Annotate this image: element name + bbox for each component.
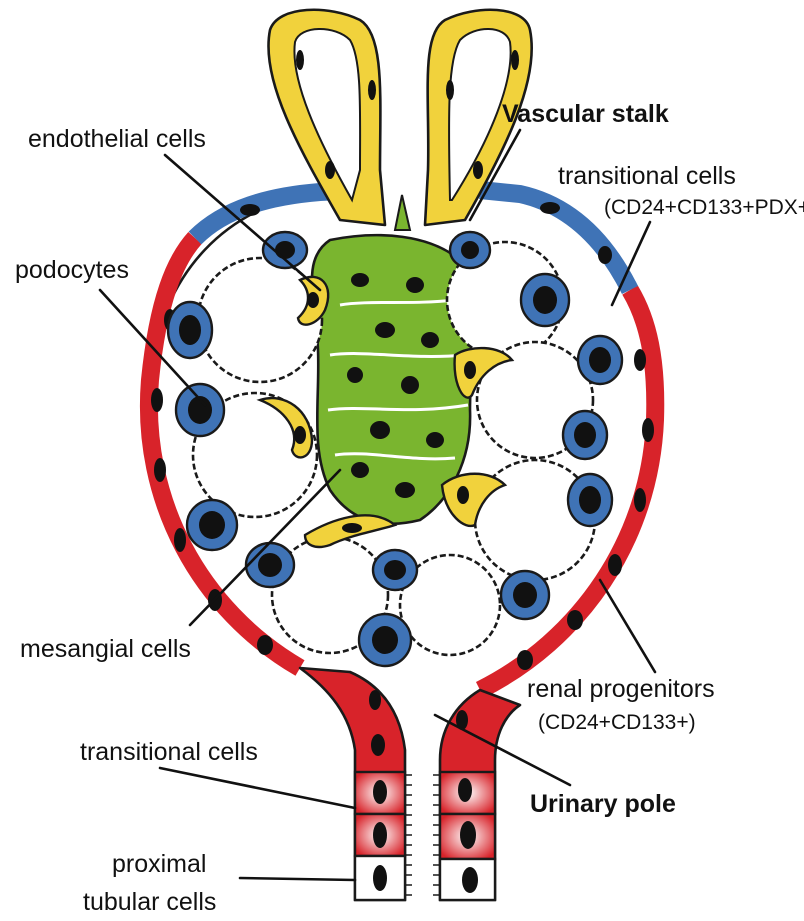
label-transitional-cells-top-markers: (CD24+CD133+PDX+) bbox=[604, 196, 804, 219]
urinary-pole bbox=[300, 668, 520, 900]
leader-renal-progenitors bbox=[600, 580, 655, 672]
label-vascular-stalk: Vascular stalk bbox=[502, 100, 669, 128]
label-transitional-cells-top: transitional cells bbox=[558, 162, 736, 190]
label-transitional-cells-bottom: transitional cells bbox=[80, 738, 258, 766]
stalk-mesangium bbox=[395, 195, 410, 230]
label-urinary-pole: Urinary pole bbox=[530, 790, 676, 818]
leader-transitional-cells-bottom bbox=[160, 768, 355, 808]
brush-border bbox=[405, 775, 440, 895]
label-podocytes: podocytes bbox=[15, 256, 129, 284]
label-renal-progenitors-markers: (CD24+CD133+) bbox=[538, 711, 696, 734]
label-renal-progenitors: renal progenitors bbox=[527, 675, 715, 703]
label-mesangial-cells: mesangial cells bbox=[20, 635, 191, 663]
leader-proximal-tubular-cells bbox=[240, 878, 355, 880]
label-proximal-tubular-line1: proximal bbox=[112, 850, 206, 878]
label-endothelial-cells: endothelial cells bbox=[28, 125, 206, 153]
label-proximal-tubular-line2: tubular cells bbox=[83, 888, 216, 916]
